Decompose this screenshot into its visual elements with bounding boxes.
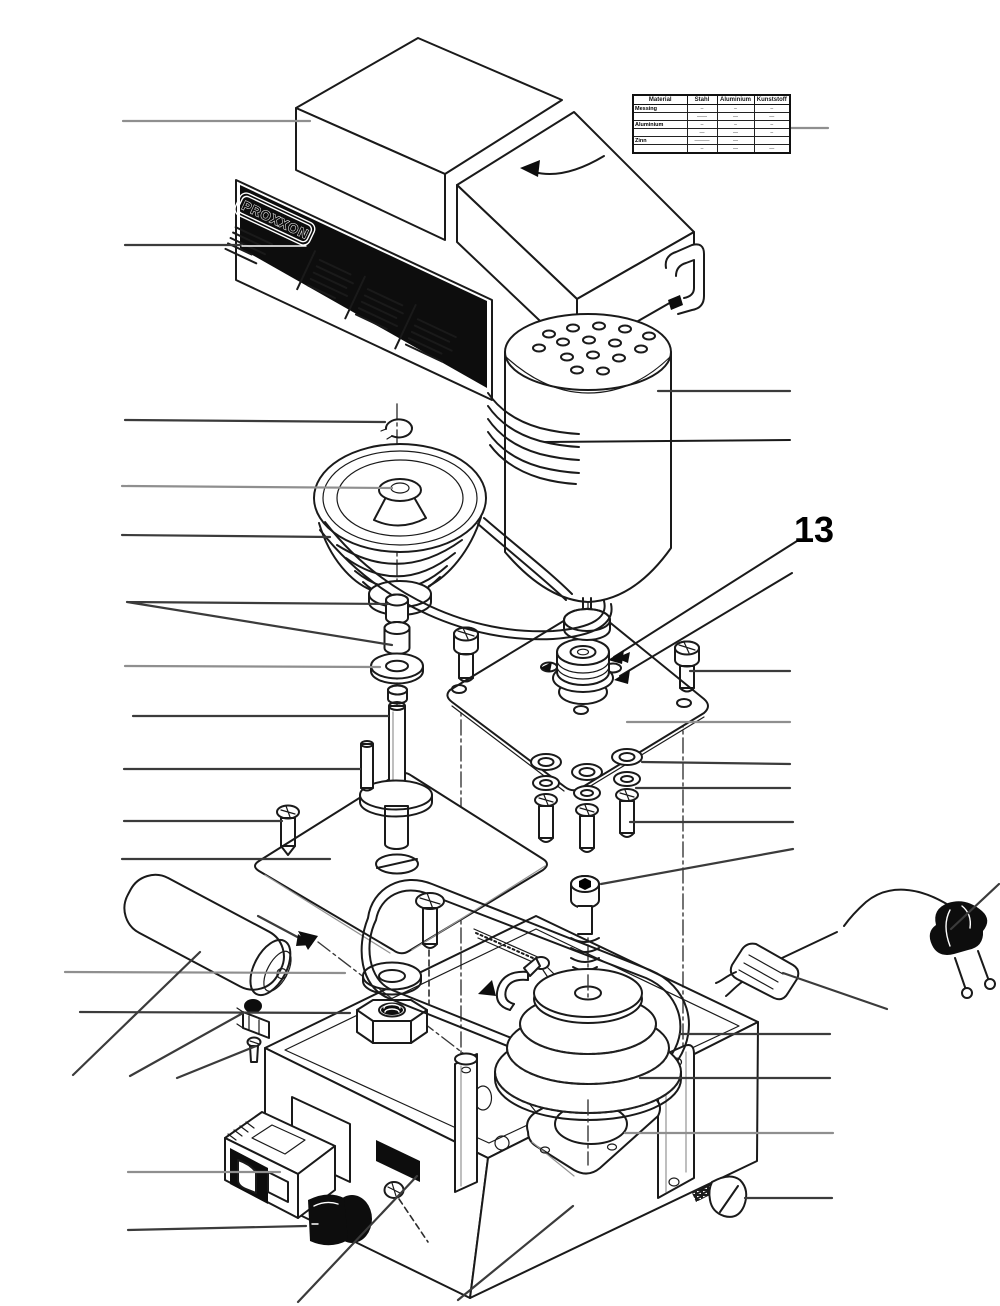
spec-table: Material Stahl Aluminium Kunststoff Mess… bbox=[632, 94, 791, 154]
leader-plug bbox=[949, 882, 1000, 931]
table-row: Messing – – – bbox=[632, 104, 791, 113]
label-slot bbox=[376, 1140, 420, 1182]
cell: – bbox=[753, 128, 791, 137]
leader-tension-screw bbox=[599, 847, 795, 886]
row-label: Zinn bbox=[632, 136, 688, 145]
table-row: – — — bbox=[632, 144, 791, 154]
power-socket bbox=[224, 1111, 336, 1219]
threaded-rod bbox=[473, 928, 559, 983]
leader-pulley bbox=[120, 484, 394, 490]
leader-retaining-ring bbox=[123, 418, 387, 424]
cell: – bbox=[686, 144, 718, 154]
leader-cap-screw bbox=[175, 1044, 258, 1080]
row-label bbox=[632, 144, 688, 154]
cell: – bbox=[686, 120, 718, 129]
leader-capacitor bbox=[71, 950, 202, 1077]
thumb-screw bbox=[692, 1175, 748, 1218]
cell: – bbox=[716, 120, 755, 129]
cell: — bbox=[686, 128, 718, 137]
row-label bbox=[632, 128, 688, 137]
plate-screw-left bbox=[453, 626, 479, 683]
table-row: Aluminium – – – bbox=[632, 120, 791, 129]
cell: — bbox=[716, 128, 755, 137]
vent-holes bbox=[532, 321, 656, 376]
drive-belt-upper bbox=[319, 517, 613, 641]
leader-base bbox=[456, 1204, 575, 1302]
cooling-fins bbox=[487, 392, 580, 485]
cell: – bbox=[686, 104, 718, 113]
cell: – bbox=[753, 104, 791, 113]
spindle-shaft bbox=[359, 701, 433, 875]
cell: ——— bbox=[686, 136, 718, 145]
cell: — bbox=[716, 112, 755, 121]
bearing-plate bbox=[446, 607, 709, 792]
hex-nut bbox=[356, 999, 428, 1044]
cell bbox=[753, 136, 791, 145]
leader-washer bbox=[123, 664, 382, 669]
capacitor bbox=[123, 873, 292, 997]
pan-screw bbox=[415, 892, 445, 1006]
spacer-sleeves bbox=[383, 593, 411, 655]
cover-latch-clip bbox=[664, 243, 705, 315]
spec-table-header: Material Stahl Aluminium Kunststoff bbox=[632, 94, 791, 105]
col-material: Material bbox=[632, 94, 688, 105]
leader-cord bbox=[781, 971, 889, 1011]
leader-spacers bbox=[125, 600, 394, 647]
callout-13-line-b bbox=[619, 572, 793, 677]
leader-washer-lower bbox=[63, 970, 347, 975]
tension-screw-spring bbox=[570, 875, 600, 972]
leader-ring-washer bbox=[640, 760, 792, 766]
cell: — bbox=[716, 144, 755, 154]
callout-13: 13 bbox=[794, 509, 834, 550]
clamp-bracket bbox=[478, 957, 541, 1011]
washer-screw-stacks bbox=[530, 748, 643, 853]
row-label: Messing bbox=[632, 104, 688, 113]
ball-bearing bbox=[540, 638, 630, 693]
dowel-pin bbox=[360, 740, 374, 792]
cell: – bbox=[753, 120, 791, 129]
type-label: PROXXON bbox=[224, 185, 487, 388]
leader-knob bbox=[126, 1224, 308, 1232]
callout-13-line-a bbox=[613, 540, 798, 658]
rubber-knob bbox=[308, 1194, 372, 1246]
leader-lines bbox=[63, 119, 1000, 1304]
label-table-lines bbox=[224, 226, 457, 363]
table-row: —— — — bbox=[632, 112, 791, 121]
col-kunststoff: Kunststoff bbox=[753, 94, 791, 105]
leader-fins bbox=[544, 439, 791, 443]
leader-hex-nut bbox=[78, 1010, 352, 1015]
col-stahl: Stahl bbox=[686, 94, 718, 105]
row-label: Aluminium bbox=[632, 120, 688, 129]
row-label bbox=[632, 112, 688, 121]
leader-belt-upper bbox=[120, 533, 332, 539]
cell: — bbox=[716, 136, 755, 145]
cell: — bbox=[753, 144, 791, 154]
motor bbox=[487, 313, 672, 641]
table-row: — — – bbox=[632, 128, 791, 137]
cell: —— bbox=[686, 112, 718, 121]
support-pillar bbox=[454, 1052, 478, 1193]
lower-cone-pulley bbox=[494, 968, 682, 1166]
leader-slot bbox=[296, 1174, 419, 1304]
col-aluminium: Aluminium bbox=[716, 94, 755, 105]
power-plug bbox=[929, 901, 996, 999]
removal-direction-arrow bbox=[520, 155, 605, 177]
cell: — bbox=[753, 112, 791, 121]
table-row: Zinn ——— — bbox=[632, 136, 791, 145]
power-cord bbox=[715, 888, 951, 1001]
cell: – bbox=[716, 104, 755, 113]
spindle-washer bbox=[370, 652, 424, 705]
leader-cap-clip bbox=[128, 1011, 245, 1078]
capacitor-clip bbox=[236, 914, 312, 1063]
plate-screw-right bbox=[674, 640, 700, 693]
mount-screw bbox=[276, 804, 300, 856]
retaining-ring bbox=[380, 418, 413, 440]
